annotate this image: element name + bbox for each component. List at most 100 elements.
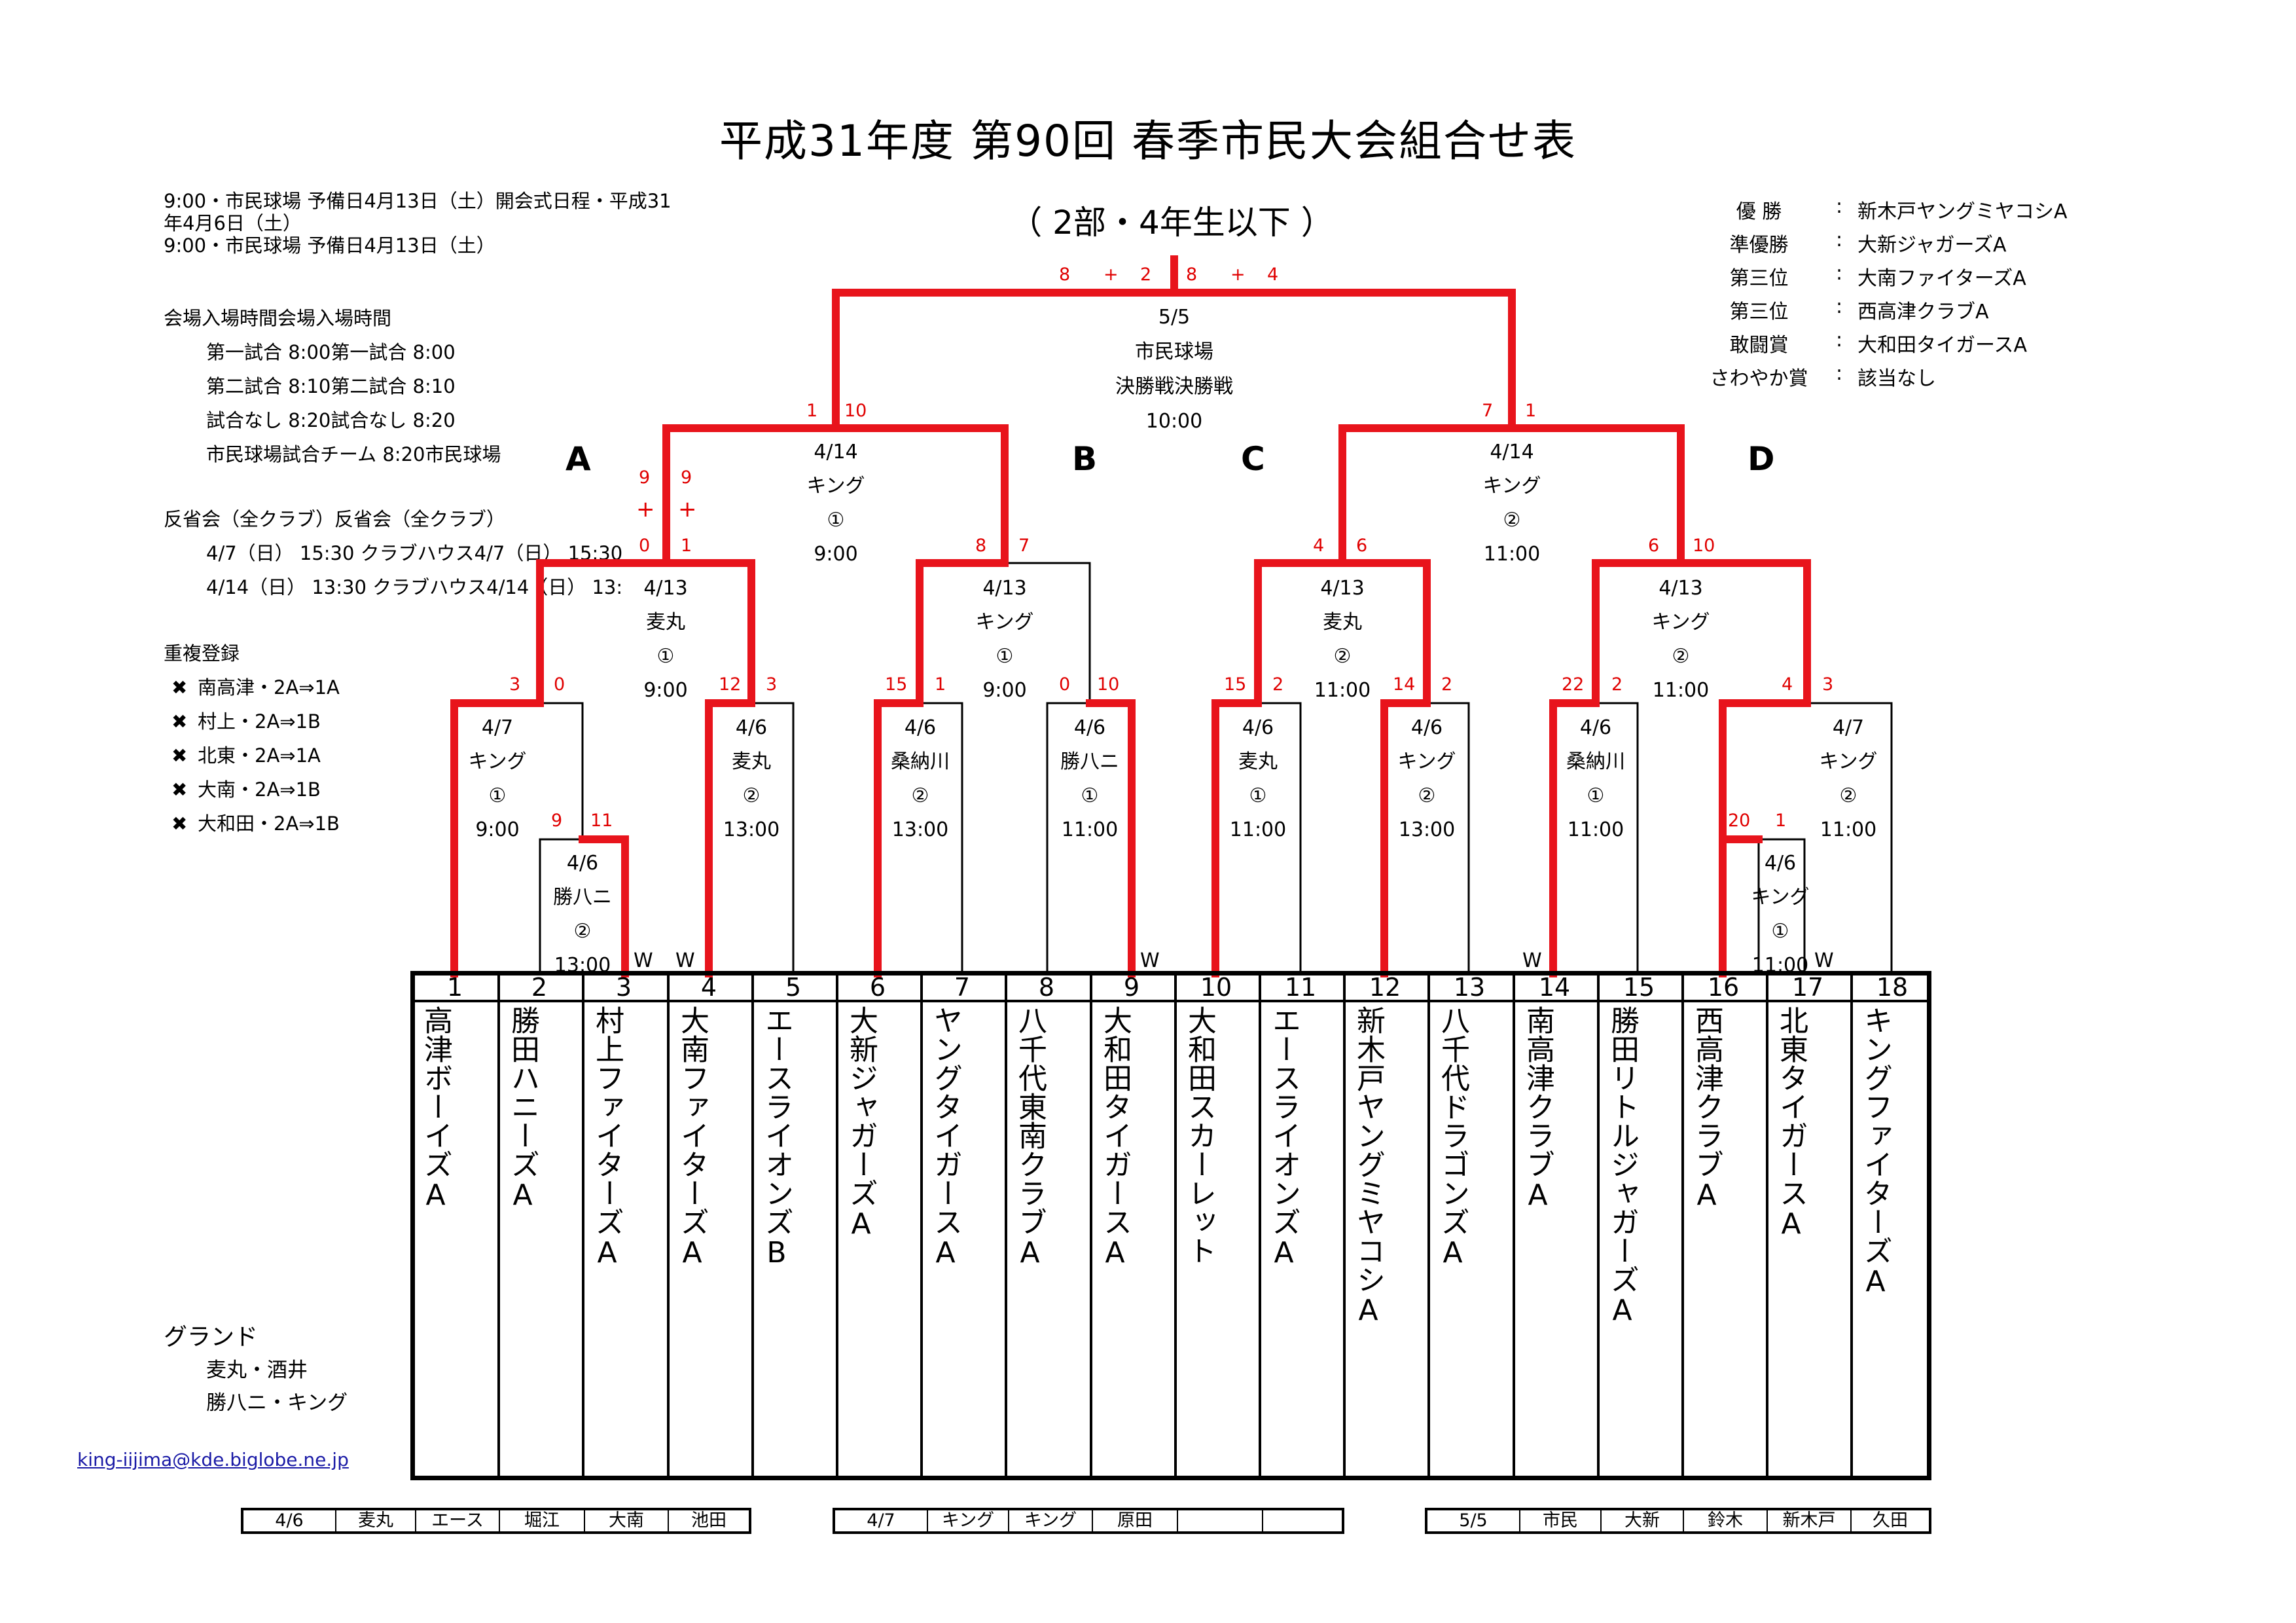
score: 2 xyxy=(1140,264,1152,285)
team-number: 12 xyxy=(1369,973,1401,1002)
ground-line: 勝八ニ・キング xyxy=(206,1391,348,1415)
umpire-cell: 堀江 xyxy=(499,1510,584,1531)
match-time: 13:00 xyxy=(1398,818,1456,841)
match-venue: キング xyxy=(975,611,1034,634)
walkover-mark: W xyxy=(634,949,653,972)
match-venue: キング xyxy=(806,475,865,498)
umpire-cell: 5/5 xyxy=(1459,1510,1488,1531)
match-date: 4/13 xyxy=(643,577,688,600)
match-r1-m4: 4/6 勝八ニ ① 11:00 xyxy=(1049,711,1131,847)
entry-time-line: 第一試合 8:00第一試合 8:00 xyxy=(206,341,456,363)
entry-time-line: 第二試合 8:10第二試合 8:10 xyxy=(206,375,456,397)
entry-time-line: 市民球場試合チーム 8:20市民球場 xyxy=(206,443,501,465)
team-column: 大和田スカーレット xyxy=(1174,974,1261,1478)
result-colon: : xyxy=(1836,329,1843,352)
result-value: 大和田タイガースA xyxy=(1857,334,2028,357)
team-number: 6 xyxy=(869,973,886,1002)
score: 6 xyxy=(1648,536,1660,556)
walkover-mark: W xyxy=(1522,949,1542,972)
match-time: 13:00 xyxy=(723,818,780,841)
match-r1-m5: 4/6 麦丸 ① 11:00 xyxy=(1217,711,1299,847)
umpire-cell: 麦丸 xyxy=(335,1510,415,1531)
match-r1-m1: 4/7 キング ① 9:00 xyxy=(456,711,539,847)
duplicate-registration-title: 重複登録 xyxy=(164,642,240,665)
team-column: 北東タイガースA xyxy=(1766,974,1852,1478)
match-r1-m6: 4/6 キング ② 13:00 xyxy=(1386,711,1468,847)
match-field: ② xyxy=(911,784,929,807)
umpire-cell: 大南 xyxy=(584,1510,668,1531)
score: 8 xyxy=(1059,264,1071,285)
team-number: 16 xyxy=(1707,973,1740,1002)
match-field: ① xyxy=(1587,784,1605,807)
score: 15 xyxy=(885,674,908,695)
umpire-cell: 4/7 xyxy=(867,1510,895,1531)
score: 1 xyxy=(935,674,946,695)
match-r2-m3: 4/13 麦丸 ② 11:00 xyxy=(1277,572,1408,708)
match-venue: 桑納川 xyxy=(1566,750,1625,773)
match-date: 4/14 xyxy=(814,441,858,464)
schedule-line: 9:00・市民球場 予備日4月13日（土） xyxy=(164,234,495,257)
match-time: 9:00 xyxy=(643,679,688,702)
result-value: 大新ジャガーズA xyxy=(1857,234,2007,257)
block-label: D xyxy=(1748,440,1775,478)
match-final: 5/5 市民球場 決勝戦決勝戦 10:00 xyxy=(1109,300,1240,439)
review-meeting-notes: 反省会（全クラブ）反省会（全クラブ） 4/7（日） 15:30 クラブハウス4/… xyxy=(164,502,622,604)
bracket-winner-path xyxy=(450,255,1811,977)
match-field: ① xyxy=(1249,784,1267,807)
score: 2 xyxy=(1441,674,1453,695)
umpire-table: 4/6 麦丸 エース 堀江 大南 池田 xyxy=(241,1508,751,1534)
team-name: キングファイターズA xyxy=(1859,1006,1892,1298)
match-r2-m1: 4/13 麦丸 ① 9:00 xyxy=(600,572,731,708)
match-date: 4/13 xyxy=(982,577,1027,600)
team-name: エースライオンズB xyxy=(760,1006,793,1269)
walkover-mark: W xyxy=(1140,949,1160,972)
match-date: 4/6 xyxy=(904,716,937,739)
umpire-cell: 鈴木 xyxy=(1683,1510,1767,1531)
match-venue: キング xyxy=(1651,611,1710,634)
team-number: 7 xyxy=(954,973,971,1002)
match-r1-m3: 4/6 桑納川 ② 13:00 xyxy=(879,711,961,847)
duplicate-registration-line: 村上・2A⇒1B xyxy=(198,710,321,733)
score: 10 xyxy=(1693,536,1715,556)
ground-notes: グランド 麦丸・酒井 勝八ニ・キング xyxy=(164,1321,348,1419)
result-label: 優 勝 xyxy=(1736,200,1782,223)
team-column: 新木戸ヤングミヤコシA xyxy=(1343,974,1429,1478)
result-colon: : xyxy=(1836,295,1843,318)
score: 0 xyxy=(639,536,651,556)
team-name: 村上ファイターズA xyxy=(590,1006,624,1269)
score: 0 xyxy=(554,674,565,695)
block-label: B xyxy=(1072,440,1098,478)
team-number: 17 xyxy=(1791,973,1824,1002)
match-time: 11:00 xyxy=(1061,818,1119,841)
team-number: 14 xyxy=(1538,973,1571,1002)
umpire-cell: 原田 xyxy=(1092,1510,1177,1531)
match-venue: キング xyxy=(1819,750,1878,773)
review-meeting-title: 反省会（全クラブ）反省会（全クラブ） xyxy=(164,508,506,530)
ground-title: グランド xyxy=(164,1324,259,1351)
match-time: 13:00 xyxy=(891,818,949,841)
match-date: 4/7 xyxy=(1832,716,1865,739)
team-column: キングファイターズA xyxy=(1850,974,1937,1478)
team-number: 5 xyxy=(785,973,802,1002)
match-date: 4/14 xyxy=(1490,441,1534,464)
team-name: エースライオンズA xyxy=(1267,1006,1300,1269)
score: 0 xyxy=(1059,674,1071,695)
block-label: A xyxy=(565,440,591,478)
team-column: 南高津クラブA xyxy=(1513,974,1599,1478)
contact-email-link[interactable]: king-iijima@kde.biglobe.ne.jp xyxy=(77,1449,349,1470)
team-name: 西高津クラブA xyxy=(1690,1006,1723,1212)
schedule-notes: 9:00・市民球場 予備日4月13日（土）開会式日程・平成31 年4月6日（土）… xyxy=(164,190,672,257)
page-title: 平成31年度 第90回 春季市民大会組合せ表 xyxy=(719,116,1577,166)
team-name: 大和田タイガースA xyxy=(1098,1006,1132,1269)
result-label: 第三位 xyxy=(1729,267,1789,290)
score: 1 xyxy=(1525,401,1537,421)
match-date: 4/13 xyxy=(1320,577,1365,600)
match-r3-m2: 4/14 キング ② 11:00 xyxy=(1446,435,1577,572)
score: 11 xyxy=(590,811,613,831)
match-venue: 麦丸 xyxy=(646,611,685,634)
team-number: 11 xyxy=(1284,973,1317,1002)
score: 12 xyxy=(719,674,742,695)
team-number: 3 xyxy=(615,973,632,1002)
score: 4 xyxy=(1313,536,1325,556)
